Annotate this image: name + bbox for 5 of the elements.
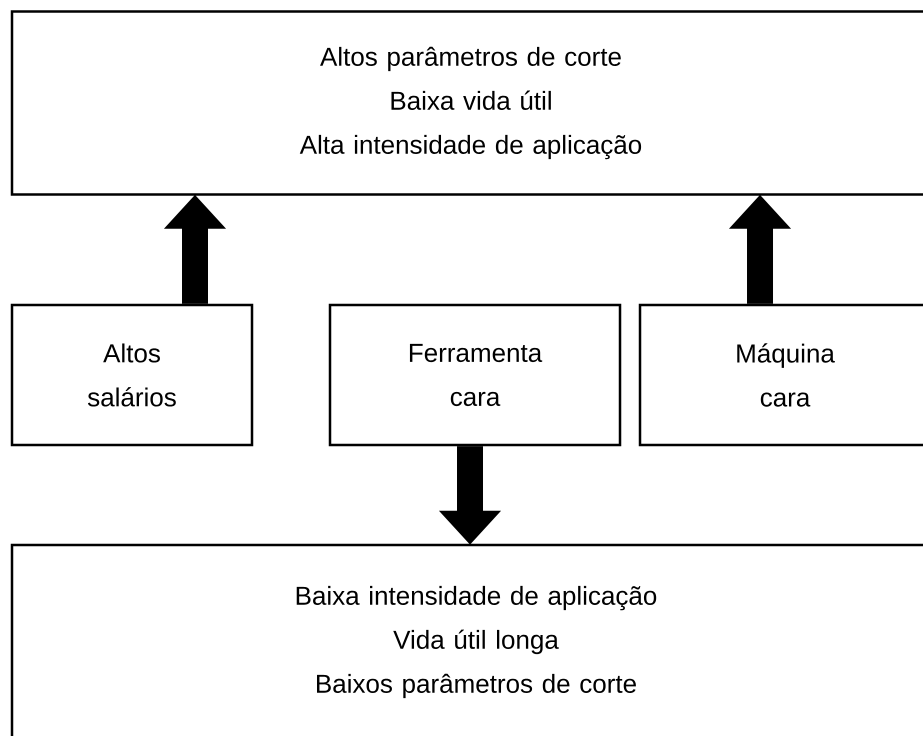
text-box: Ferramenta cara bbox=[328, 304, 622, 446]
text-box: Baixa intensidade de aplicação Vida útil longa Baixos parâmetros de corte bbox=[10, 544, 923, 736]
text-box: Altos salários bbox=[10, 304, 254, 446]
text-box: Altos parâmetros de corte Baixa vida útil Alta intensidade de aplicação bbox=[10, 10, 923, 196]
text-box: Máquina cara bbox=[638, 304, 923, 446]
